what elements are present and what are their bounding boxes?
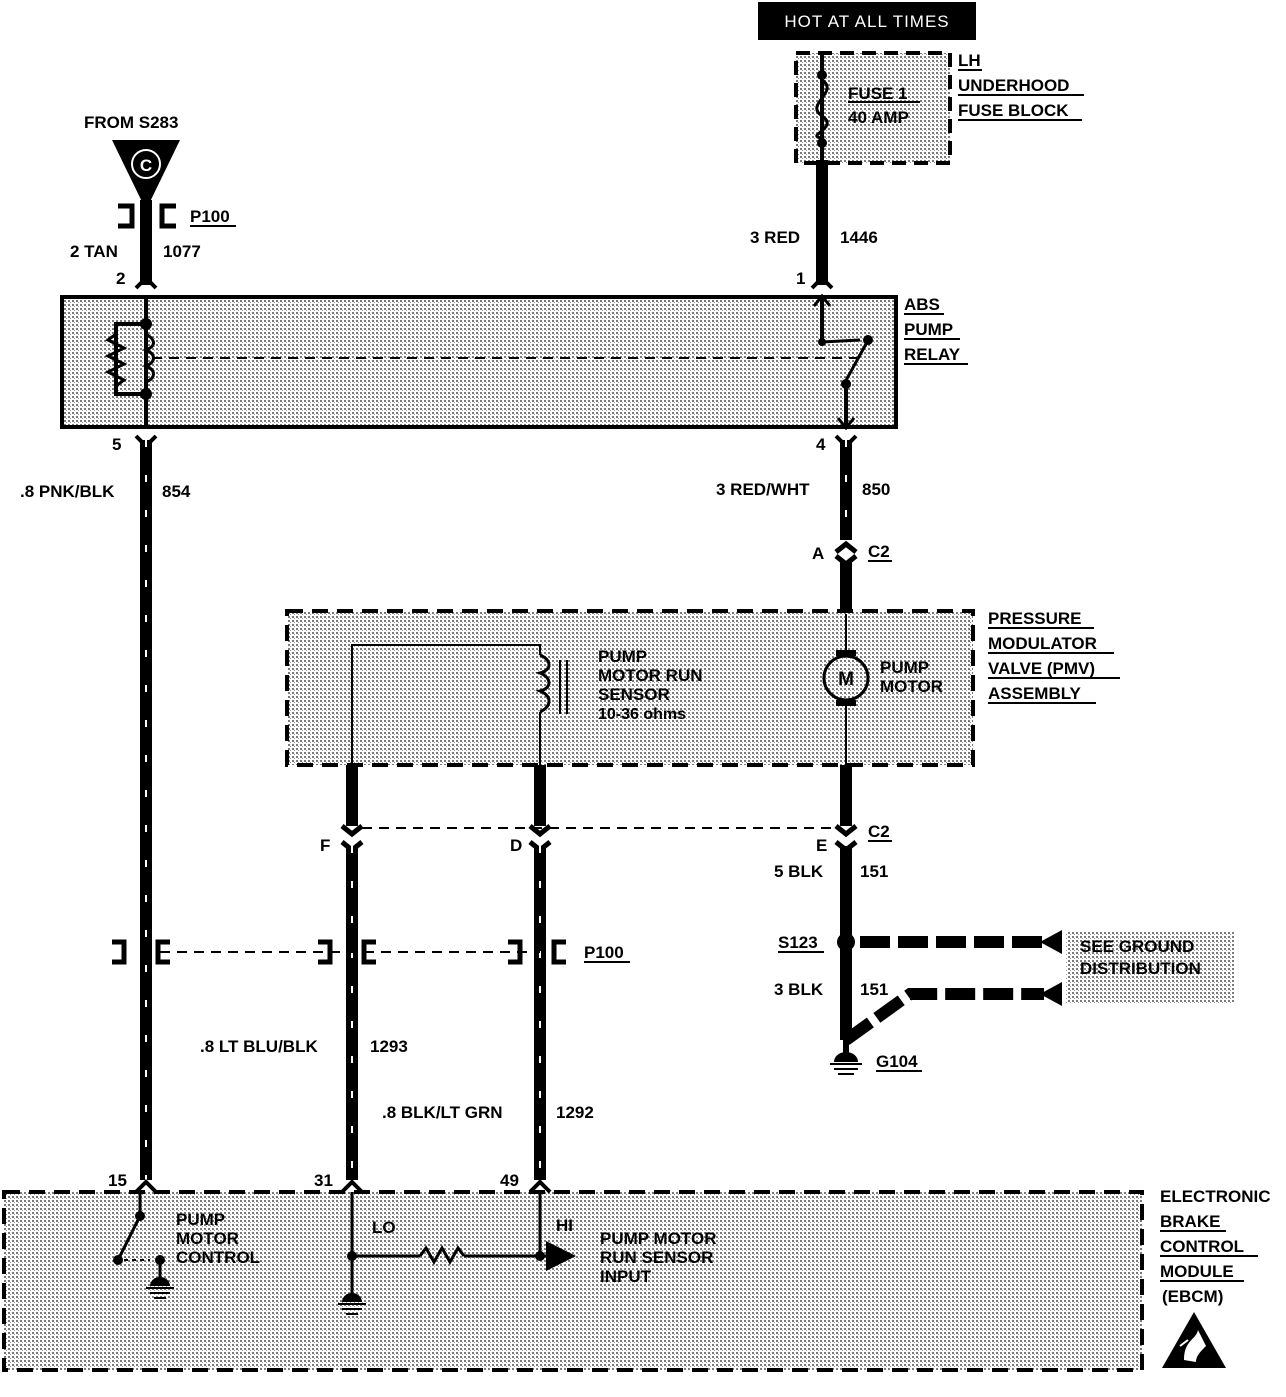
wire-tan-gauge: 2 TAN [70, 242, 118, 261]
wire-pnk-blk-circuit: 854 [162, 482, 191, 501]
p100-connector-top: P100 [118, 203, 236, 229]
c2-pin-d: D [510, 836, 522, 855]
input-3: INPUT [600, 1267, 652, 1286]
ebcm-pin-49: 49 [500, 1171, 519, 1190]
sensor-name-3: SENSOR [598, 685, 670, 704]
pmv-name-4: ASSEMBLY [988, 684, 1082, 703]
pump-control-3: CONTROL [176, 1248, 260, 1267]
connector-letter-c: C [140, 156, 152, 175]
relay-pin-5: 5 [112, 435, 121, 454]
wire-lt-blu-blk-circuit: 1293 [370, 1037, 408, 1056]
ground-g104-label: G104 [876, 1052, 918, 1071]
c2-pin-f: F [320, 836, 330, 855]
wire-blk-lt-grn-gauge: .8 BLK/LT GRN [382, 1103, 503, 1122]
sensor-name-1: PUMP [598, 647, 647, 666]
wire-blk5-circuit: 151 [860, 862, 888, 881]
ebcm-name-2: BRAKE [1160, 1212, 1220, 1231]
sensor-resistance: 10-36 ohms [598, 706, 686, 723]
splice-s123-label: S123 [778, 933, 818, 952]
p100-label-bottom: P100 [584, 943, 624, 962]
ebcm-name-5: (EBCM) [1162, 1287, 1223, 1306]
c2-label-top: C2 [868, 542, 890, 561]
motor-name-1: PUMP [880, 658, 929, 677]
from-s283-label: FROM S283 [84, 113, 178, 132]
fuse-rating: 40 AMP [848, 108, 909, 127]
c2-pin-e: E [816, 836, 827, 855]
lo-label: LO [372, 1218, 396, 1237]
relay-name-1: ABS [904, 295, 940, 314]
c2-connector-top: A C2 [812, 540, 892, 568]
see-ground-2: DISTRIBUTION [1080, 959, 1201, 978]
wire-red-circuit: 1446 [840, 228, 878, 247]
hi-label: HI [556, 1216, 573, 1235]
c2-pin-a: A [812, 544, 824, 563]
relay-pin-2: 2 [116, 269, 125, 288]
pump-control-2: MOTOR [176, 1229, 239, 1248]
ground-g104-icon [830, 1040, 862, 1075]
splice-s123 [837, 933, 855, 951]
wire-pnk-blk-gauge: .8 PNK/BLK [20, 482, 115, 501]
wire-blk-lt-grn-circuit: 1292 [556, 1103, 594, 1122]
wire-red-gauge: 3 RED [750, 228, 800, 247]
relay-pin-1: 1 [796, 269, 805, 288]
p100-connector-bottom: P100 [112, 939, 630, 965]
hot-at-all-times-label: HOT AT ALL TIMES [784, 12, 949, 31]
input-1: PUMP MOTOR [600, 1229, 717, 1248]
pmv-name-2: MODULATOR [988, 634, 1097, 653]
relay-pin-4: 4 [816, 435, 826, 454]
pmv-name-3: VALVE (PMV) [988, 659, 1095, 678]
fuse-block-name-2: UNDERHOOD [958, 76, 1069, 95]
ebcm-name-4: MODULE [1160, 1262, 1234, 1281]
relay-name-2: PUMP [904, 320, 953, 339]
from-s283-connector: FROM S283 C [84, 113, 180, 210]
input-2: RUN SENSOR [600, 1248, 713, 1267]
wire-lt-blu-blk-gauge: .8 LT BLU/BLK [200, 1037, 318, 1056]
pump-control-1: PUMP [176, 1210, 225, 1229]
pmv-assembly: PUMP MOTOR RUN SENSOR 10-36 ohms M PUMP … [285, 609, 1120, 767]
c2-label-bottom: C2 [868, 822, 890, 841]
ebcm-pin-31: 31 [314, 1171, 333, 1190]
fuse-block-name-3: FUSE BLOCK [958, 101, 1069, 120]
ebcm-name-1: ELECTRONIC [1160, 1187, 1271, 1206]
hot-at-all-times-banner: HOT AT ALL TIMES [758, 2, 976, 40]
wire-blk3-circuit: 151 [860, 980, 888, 999]
sensor-name-2: MOTOR RUN [598, 666, 703, 685]
motor-name-2: MOTOR [880, 677, 943, 696]
wire-blk5-gauge: 5 BLK [774, 862, 824, 881]
ebcm-pin-15: 15 [108, 1171, 127, 1190]
wire-red-wht-circuit: 850 [862, 480, 890, 499]
abs-pump-relay: ABS PUMP RELAY [60, 293, 968, 431]
wire-tan-circuit: 1077 [163, 242, 201, 261]
p100-label-top: P100 [190, 207, 230, 226]
see-ground-1: SEE GROUND [1080, 937, 1194, 956]
pmv-name-1: PRESSURE [988, 609, 1082, 628]
wire-blk3-gauge: 3 BLK [774, 980, 824, 999]
wire-red-wht-gauge: 3 RED/WHT [716, 480, 810, 499]
fuse-block-name-1: LH [958, 51, 981, 70]
relay-name-3: RELAY [904, 345, 961, 364]
motor-symbol: M [838, 669, 854, 690]
fuse-name: FUSE 1 [848, 84, 908, 103]
lh-underhood-fuse-block: FUSE 1 40 AMP LH UNDERHOOD FUSE BLOCK [794, 51, 1084, 165]
ebcm-module: PUMP MOTOR CONTROL LO HI PUMP MOTOR RUN … [2, 1179, 1144, 1372]
c2-connector-bottom: F D E C2 [320, 822, 892, 855]
ebcm-name-3: CONTROL [1160, 1237, 1244, 1256]
esd-warning-icon [1162, 1312, 1226, 1368]
